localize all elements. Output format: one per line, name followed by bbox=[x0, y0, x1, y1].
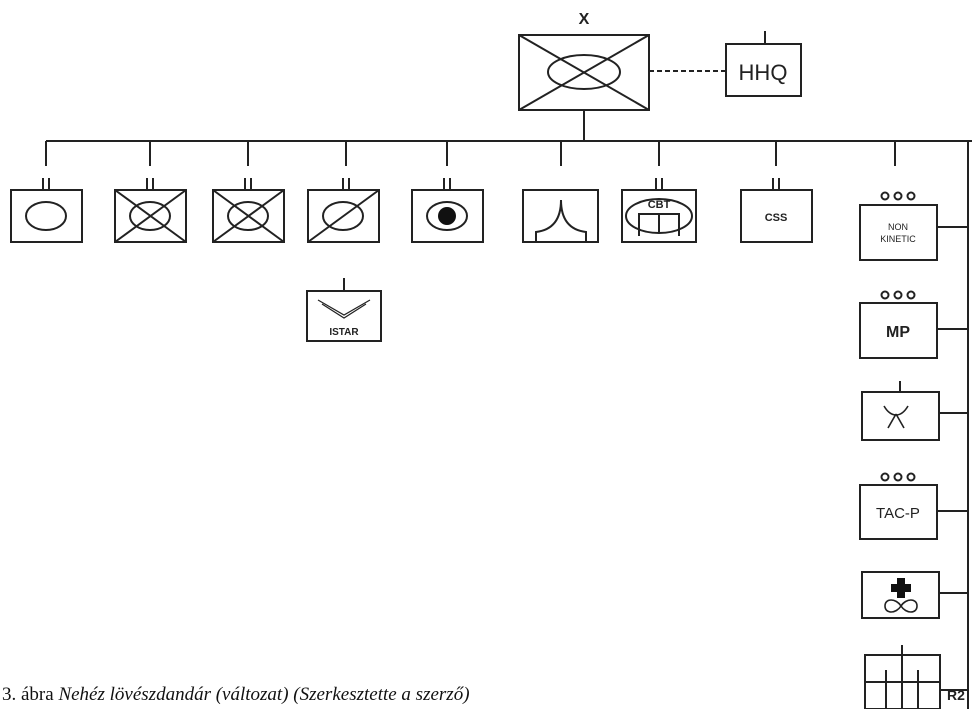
tacp-label: TAC-P bbox=[876, 505, 920, 522]
figure-caption: 3. ábra Nehéz lövészdandár (változat) (S… bbox=[2, 684, 470, 706]
non-kinetic-symbol bbox=[859, 204, 968, 261]
mp-rank-dots bbox=[880, 290, 916, 300]
unit-symbol-armored-recon bbox=[307, 178, 380, 243]
signal-symbol bbox=[861, 381, 968, 441]
unit-symbol-cbt bbox=[621, 178, 697, 243]
caption-prefix: 3. ábra bbox=[2, 684, 59, 705]
non-kinetic-label-line1: NON bbox=[888, 222, 908, 232]
tacp-rank-dots bbox=[880, 472, 916, 482]
non-kinetic-label-line2: KINETIC bbox=[880, 234, 916, 244]
cbt-label: CBT bbox=[648, 199, 671, 211]
tacp-symbol bbox=[859, 484, 968, 540]
istar-label: ISTAR bbox=[329, 327, 359, 338]
medical-symbol bbox=[861, 571, 968, 619]
echelon-label: X bbox=[579, 11, 590, 28]
unit-symbol-dome bbox=[522, 189, 599, 243]
mp-symbol bbox=[859, 302, 968, 359]
medical-cross-icon bbox=[891, 578, 911, 598]
istar-symbol bbox=[306, 278, 382, 342]
r2-symbol bbox=[864, 645, 968, 709]
unit-symbol-artillery bbox=[411, 178, 484, 243]
caption-title: Nehéz lövészdandár (változat) (Szerkeszt… bbox=[58, 684, 470, 705]
unit-symbol-armored-infantry-2 bbox=[212, 178, 285, 243]
r2-label: R2 bbox=[947, 687, 965, 703]
unit-symbol-armored-infantry-1 bbox=[114, 178, 187, 243]
unit-symbol-ellipse bbox=[10, 178, 83, 243]
brigade-hq-symbol bbox=[518, 34, 650, 111]
hhq-label: HHQ bbox=[739, 60, 788, 85]
unit-symbol-css bbox=[740, 178, 813, 243]
non-kinetic-rank-dots bbox=[880, 191, 916, 201]
hhq-symbol bbox=[725, 31, 802, 97]
css-label: CSS bbox=[765, 212, 788, 224]
mp-label: MP bbox=[886, 324, 910, 341]
